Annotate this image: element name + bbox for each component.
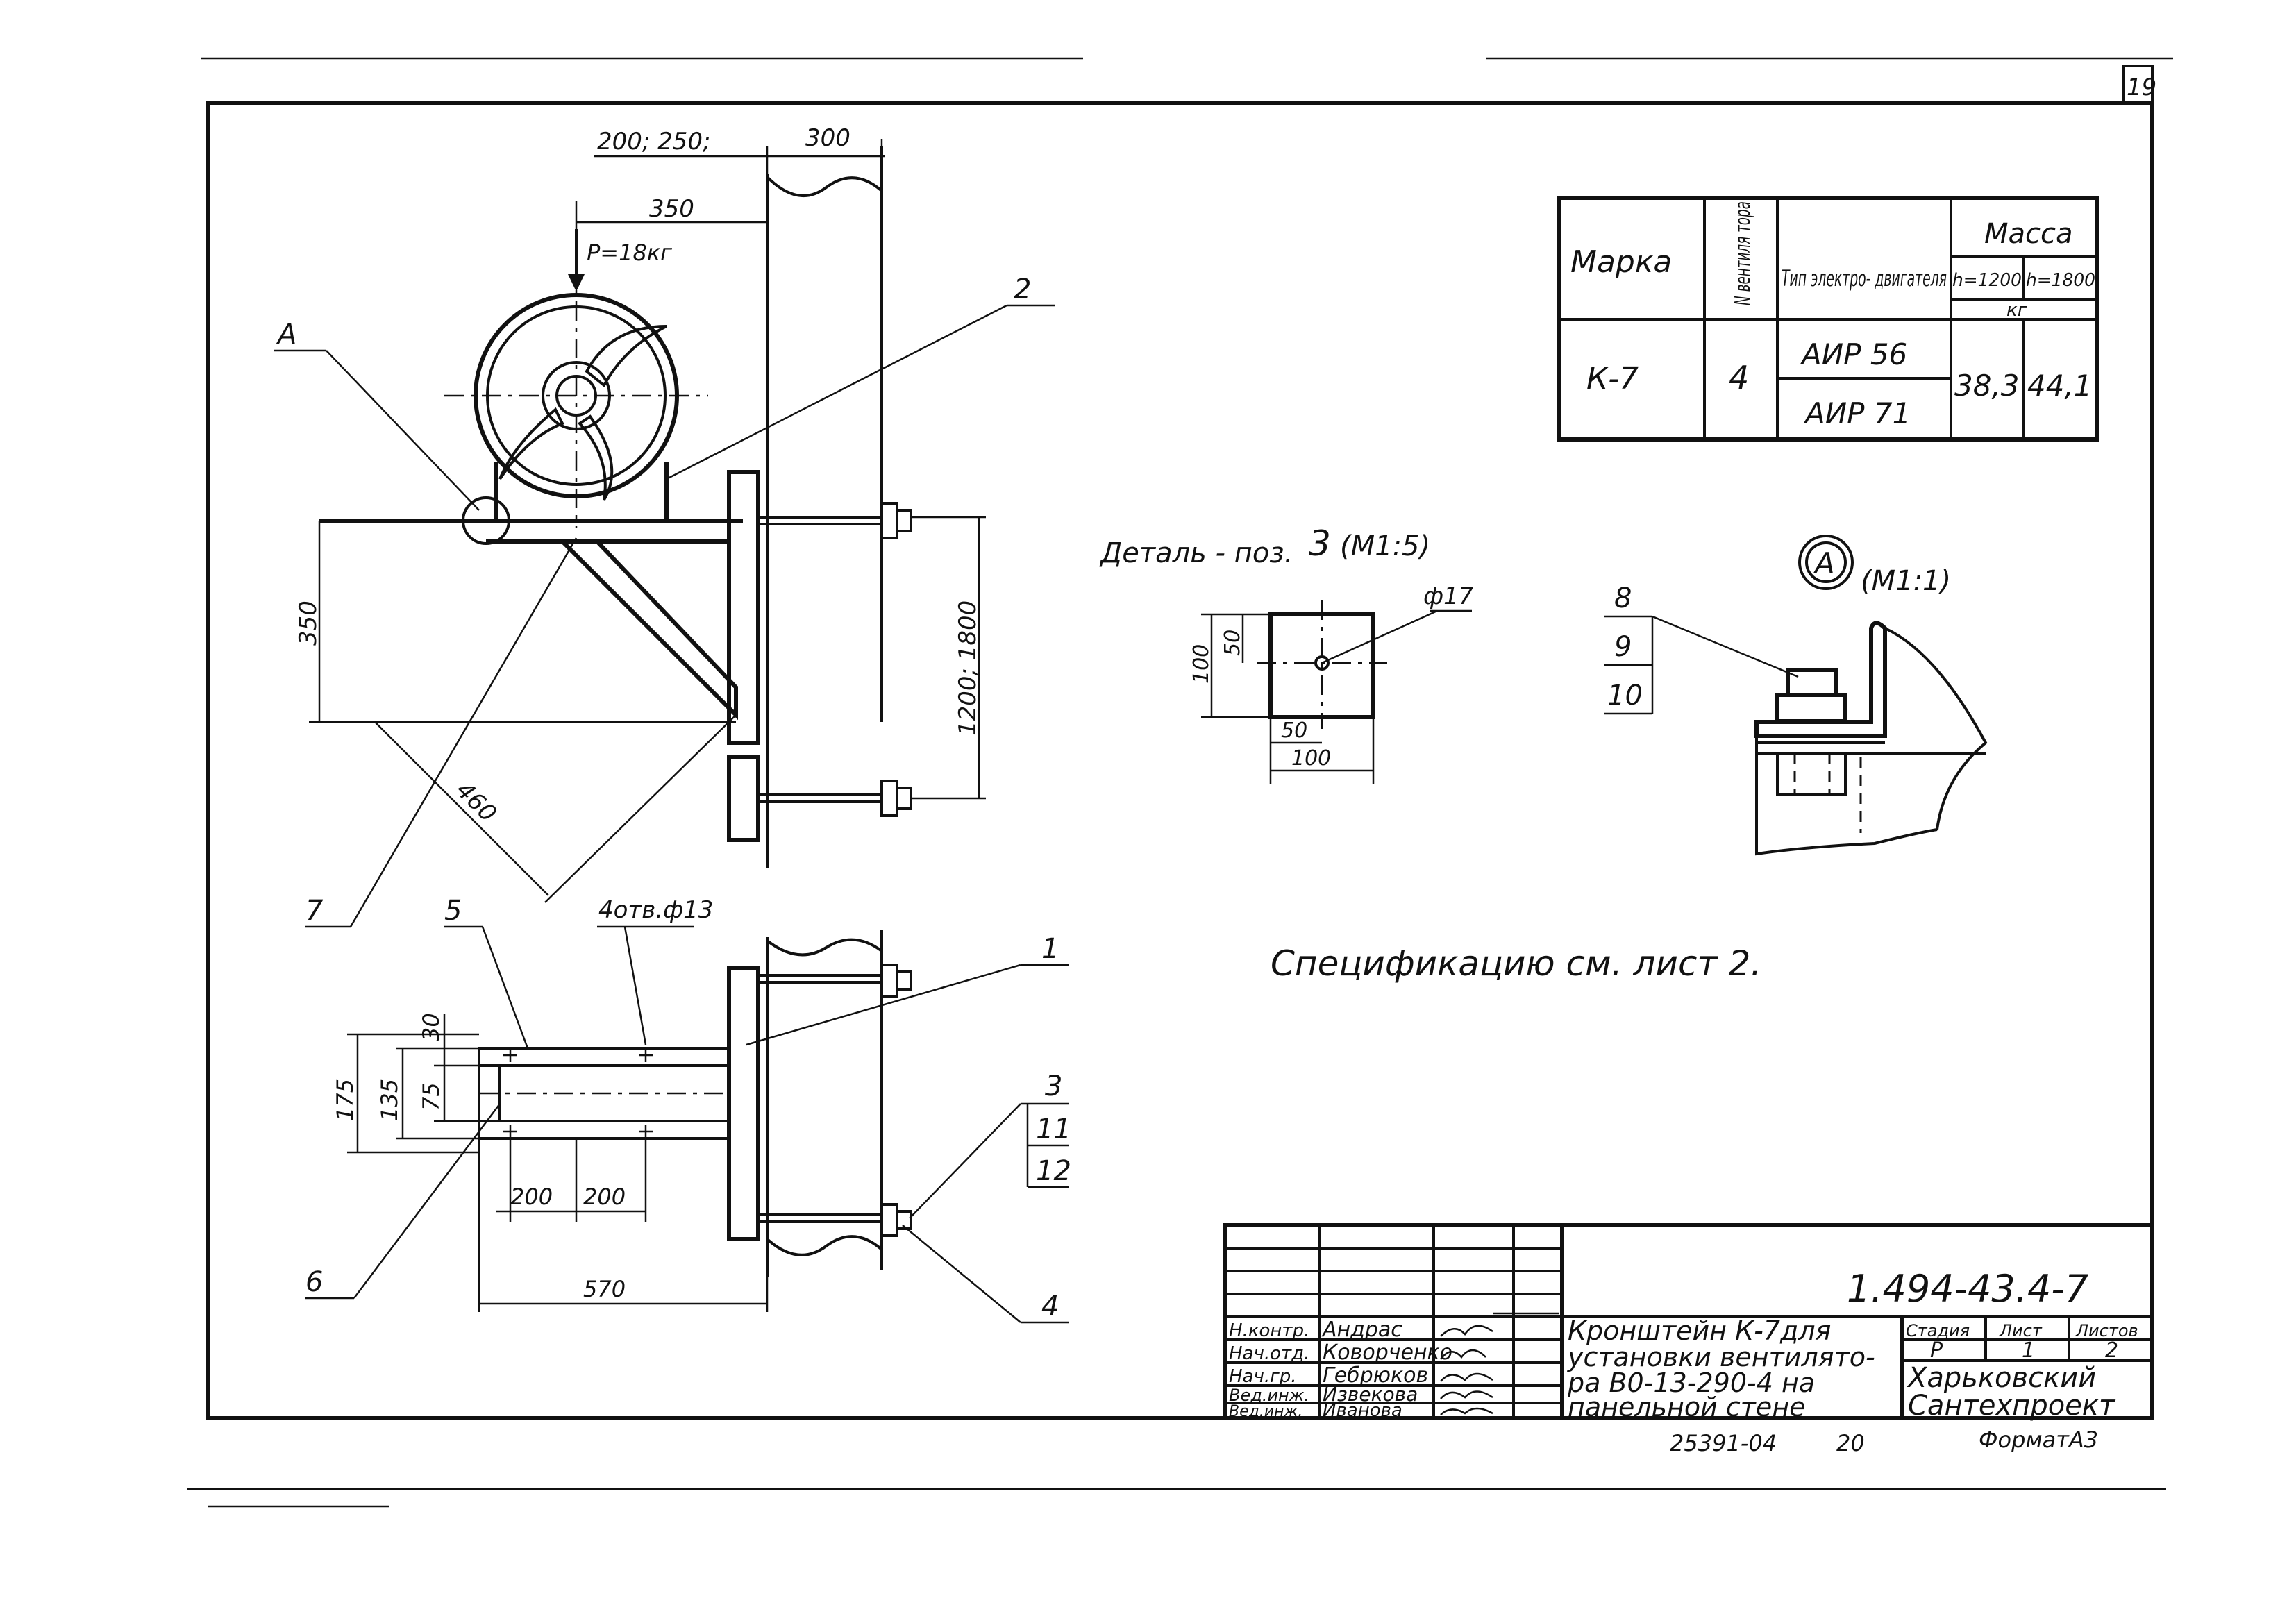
dim-1200-1800: 1200; 1800 bbox=[954, 600, 982, 736]
table-cell-motor-2: АИР 71 bbox=[1803, 396, 1911, 430]
callout-1: 1 bbox=[1041, 933, 1059, 965]
detail-a-pos-9: 9 bbox=[1614, 631, 1632, 663]
title-line-4: панельной стене bbox=[1568, 1392, 1806, 1422]
detail-dim-100-h: 100 bbox=[1291, 746, 1331, 771]
table-header-motor: Тип электро- двигателя bbox=[1782, 265, 1947, 292]
plan-dim-175: 175 bbox=[332, 1079, 358, 1121]
plan-dim-30: 30 bbox=[418, 1013, 444, 1041]
specification-note: Спецификацию см. лист 2. bbox=[1271, 943, 1761, 984]
callout-6: 6 bbox=[305, 1266, 323, 1298]
plan-dim-200-a: 200 bbox=[510, 1184, 553, 1210]
signature-role-3: Нач.гр. bbox=[1229, 1366, 1297, 1387]
stage-label: Стадия bbox=[1906, 1321, 1970, 1340]
table-cell-motor-1: АИР 56 bbox=[1800, 337, 1907, 371]
sheets-value: 2 bbox=[2105, 1338, 2118, 1363]
plan-dim-75: 75 bbox=[418, 1082, 444, 1111]
dim-350-vertical: 350 bbox=[294, 600, 322, 646]
table-header-mark: Марка bbox=[1570, 244, 1672, 280]
detail-label: Деталь - поз. bbox=[1099, 537, 1293, 569]
callout-a: А bbox=[276, 319, 296, 351]
holes-note: 4отв.ф13 bbox=[598, 896, 713, 924]
title-block: 1.494-43.4-7 Н.контр. Андрас Нач.отд. Ко… bbox=[1223, 1223, 2154, 1422]
table-cell-mass-1800: 44,1 bbox=[2027, 369, 2093, 403]
plan-dim-200-b: 200 bbox=[583, 1184, 626, 1210]
spec-table: Марка N вентиля тора Тип электро- двигат… bbox=[1557, 196, 2099, 442]
sheet-value: 1 bbox=[2022, 1338, 2035, 1363]
signature-role-2: Нач.отд. bbox=[1229, 1343, 1309, 1364]
detail-dim-100-v: 100 bbox=[1189, 644, 1214, 684]
sheet-number: 19 bbox=[2127, 74, 2156, 101]
dim-350-horizontal: 350 bbox=[649, 195, 694, 223]
callout-7: 7 bbox=[305, 895, 324, 927]
table-header-h1200: h=1200 bbox=[1952, 270, 2022, 291]
title-line-1: Кронштейн К-7для bbox=[1568, 1315, 1831, 1346]
plan-pos-3: 3 bbox=[1045, 1070, 1062, 1102]
detail-a: А (М1:1) 8 9 10 bbox=[1604, 535, 1988, 856]
detail-a-pos-8: 8 bbox=[1614, 582, 1632, 614]
archive-sheet: 20 bbox=[1836, 1430, 1865, 1456]
plan-view: 175 135 75 30 200 200 570 5 4отв.ф13 1 6… bbox=[305, 895, 1071, 1324]
plan-pos-12: 12 bbox=[1036, 1155, 1071, 1187]
signature-name-3: Гебрюков bbox=[1323, 1363, 1428, 1388]
signature-role-1: Н.контр. bbox=[1229, 1320, 1309, 1341]
fan-elevation-view: Р=18кг 200; 250; 300 350 350 1200; 1800 … bbox=[274, 124, 1055, 928]
plan-dim-135: 135 bbox=[376, 1079, 403, 1121]
callout-4: 4 bbox=[1041, 1290, 1059, 1322]
drawing-code: 1.494-43.4-7 bbox=[1847, 1267, 2088, 1311]
detail-a-pos-10: 10 bbox=[1607, 680, 1643, 712]
table-cell-fan: 4 bbox=[1729, 359, 1749, 396]
stage-value: Р bbox=[1930, 1338, 1943, 1363]
detail-hole-diameter: ф17 bbox=[1423, 582, 1474, 610]
table-header-unit: кг bbox=[2006, 300, 2027, 321]
dim-300: 300 bbox=[805, 124, 850, 152]
callout-2: 2 bbox=[1014, 274, 1031, 305]
signature-role-5: Вед.инж. bbox=[1229, 1403, 1302, 1420]
signature-name-2: Коворченко bbox=[1323, 1340, 1452, 1365]
plan-pos-11: 11 bbox=[1036, 1113, 1071, 1145]
detail-dim-50-h: 50 bbox=[1281, 718, 1307, 743]
format-label: ФорматА3 bbox=[1979, 1427, 2098, 1453]
title-line-2: установки вентилято- bbox=[1567, 1342, 1875, 1372]
dim-460: 460 bbox=[451, 776, 502, 827]
signature-name-5: Иванова bbox=[1323, 1400, 1402, 1421]
table-header-h1800: h=1800 bbox=[2026, 270, 2095, 291]
detail-a-scale: (М1:1) bbox=[1861, 565, 1951, 597]
detail-scale: (М1:5) bbox=[1340, 530, 1430, 562]
archive-number: 25391-04 bbox=[1670, 1430, 1777, 1456]
table-header-mass: Масса bbox=[1984, 218, 2073, 250]
dim-200-250: 200; 250; bbox=[597, 128, 711, 155]
plan-dim-570: 570 bbox=[583, 1276, 626, 1302]
signature-role-4: Вед.инж. bbox=[1229, 1386, 1309, 1405]
detail-pos3: Деталь - поз. 3 (М1:5) ф17 100 50 50 100 bbox=[1099, 523, 1474, 784]
sheet-frame: 19 bbox=[187, 57, 2173, 1508]
organization-line-2: Сантехпроект bbox=[1908, 1390, 2116, 1422]
callout-5: 5 bbox=[444, 895, 462, 927]
sheet-label: Лист bbox=[1999, 1321, 2043, 1340]
signature-name-4: Извекова bbox=[1323, 1383, 1418, 1406]
load-label: Р=18кг bbox=[587, 239, 672, 266]
detail-pos: 3 bbox=[1309, 523, 1331, 564]
title-line-3: ра В0-13-290-4 на bbox=[1567, 1368, 1815, 1398]
table-cell-mark: К-7 bbox=[1586, 361, 1639, 396]
organization-line-1: Харьковский bbox=[1907, 1362, 2096, 1394]
signature-name-1: Андрас bbox=[1321, 1318, 1402, 1342]
table-cell-mass-1200: 38,3 bbox=[1954, 369, 2020, 403]
table-header-fan: N вентиля тора bbox=[1731, 201, 1755, 305]
detail-a-letter: А bbox=[1813, 546, 1835, 580]
sheets-label: Листов bbox=[2075, 1321, 2138, 1340]
detail-dim-50-v: 50 bbox=[1221, 630, 1245, 656]
